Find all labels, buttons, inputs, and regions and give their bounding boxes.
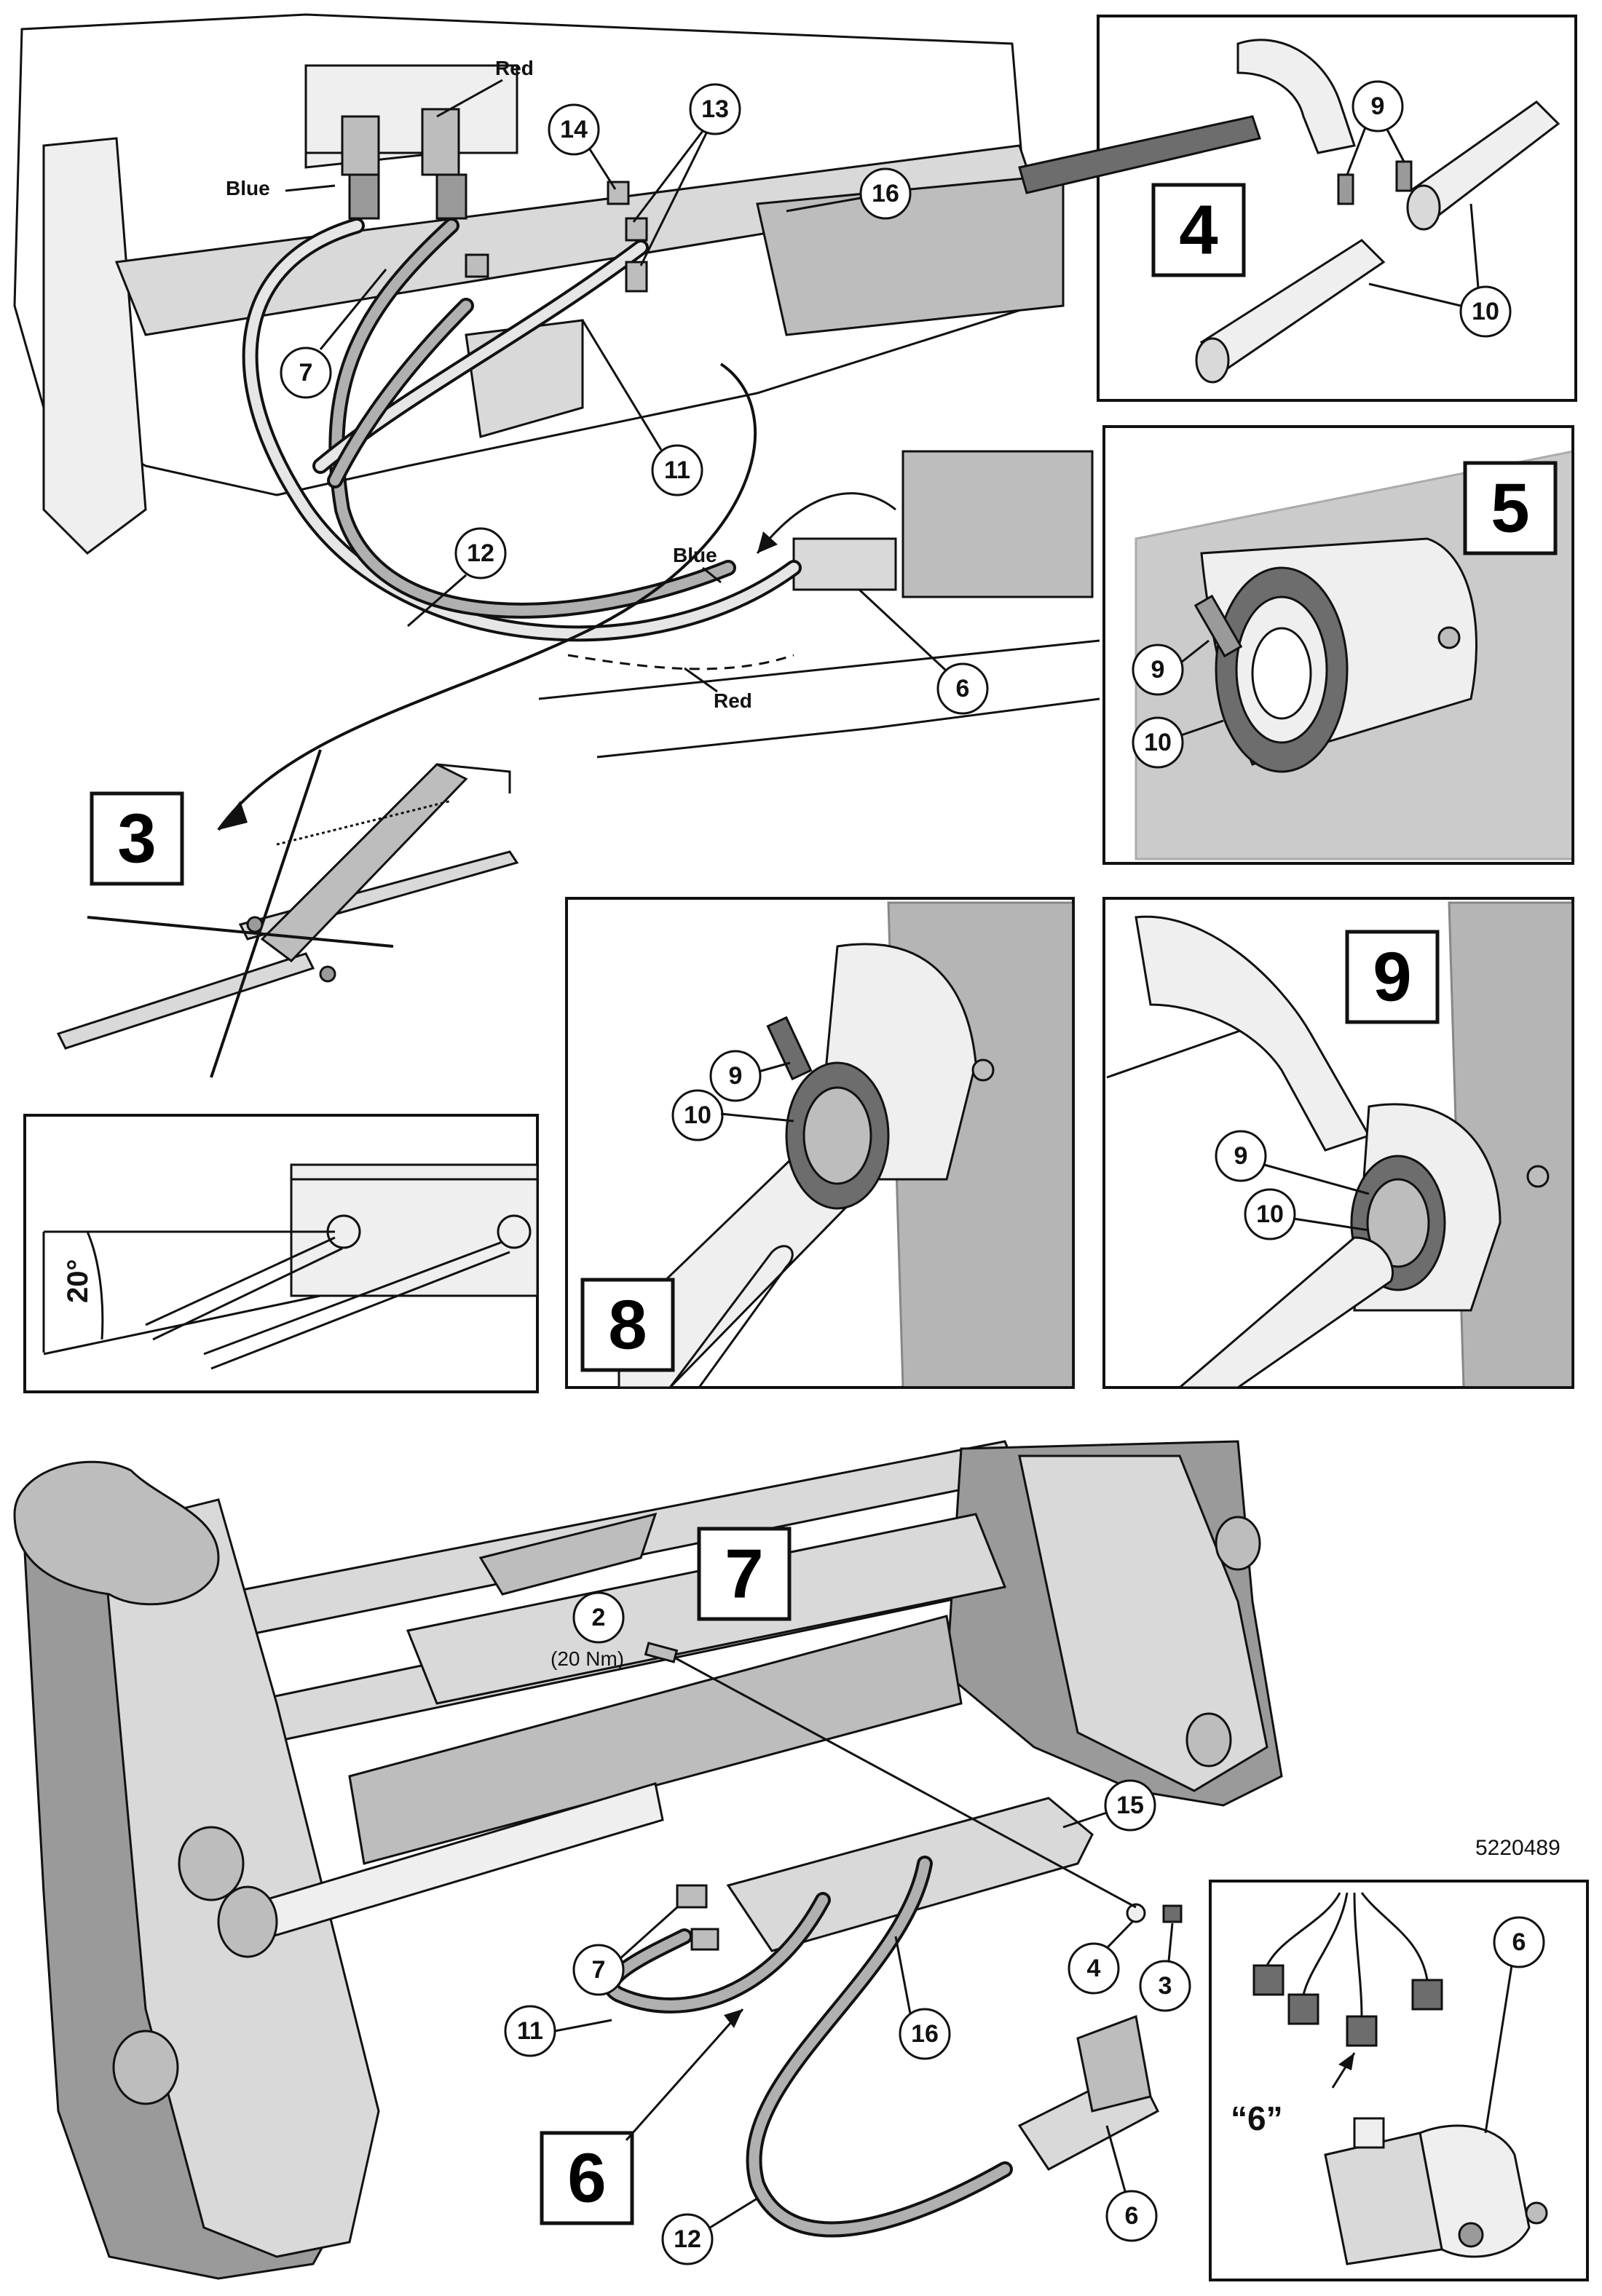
callout-2: 2 bbox=[572, 1591, 625, 1644]
svg-text:2: 2 bbox=[592, 1604, 606, 1631]
step-6-box bbox=[540, 2131, 634, 2225]
svg-text:7: 7 bbox=[592, 1956, 606, 1984]
svg-text:9: 9 bbox=[1151, 656, 1165, 684]
step-8-box bbox=[580, 1278, 675, 1372]
svg-text:6: 6 bbox=[956, 675, 970, 702]
callout-12-top: 12 bbox=[407, 527, 507, 628]
callout-10-step5: 10 bbox=[1132, 716, 1224, 769]
callout-7-top: 7 bbox=[280, 269, 387, 399]
step-5-number: 5 bbox=[1491, 470, 1529, 547]
callout-9-step5: 9 bbox=[1132, 639, 1210, 696]
callout-10-step8: 10 bbox=[671, 1089, 794, 1141]
pin-detail-step8-view: 8 bbox=[565, 897, 1075, 1389]
svg-text:10: 10 bbox=[1256, 1200, 1284, 1228]
svg-text:9: 9 bbox=[1371, 92, 1385, 120]
callout-6-detail: 6 bbox=[1484, 1916, 1545, 2134]
svg-text:16: 16 bbox=[872, 180, 899, 207]
callout-16-top: 16 bbox=[786, 167, 912, 220]
red-label-hose: Red bbox=[714, 689, 752, 712]
callout-6-top: 6 bbox=[858, 588, 989, 715]
svg-text:13: 13 bbox=[701, 95, 729, 123]
callout-6-bottom: 6 bbox=[1105, 2125, 1158, 2242]
frame-assembly-view: 7 6 bbox=[13, 1440, 1283, 2280]
svg-text:6: 6 bbox=[1512, 1928, 1526, 1956]
callout-7-bottom: 7 bbox=[572, 1906, 679, 1996]
callout-10-step4: 10 bbox=[1368, 203, 1512, 338]
blue-label-top: Blue bbox=[226, 177, 270, 199]
svg-text:11: 11 bbox=[664, 456, 690, 484]
step-7-number: 7 bbox=[725, 1535, 763, 1613]
callout-9-step9: 9 bbox=[1215, 1130, 1370, 1195]
callout-11-bottom: 11 bbox=[504, 2005, 612, 2057]
callout-9-step4: 9 bbox=[1346, 80, 1405, 175]
callout-11-top: 11 bbox=[581, 320, 703, 496]
svg-text:7: 7 bbox=[299, 359, 313, 387]
pin-disassembly-view: 4 bbox=[1018, 15, 1577, 402]
document-number: 5220489 bbox=[1475, 1836, 1560, 1860]
step-4-number: 4 bbox=[1179, 191, 1218, 269]
svg-text:12: 12 bbox=[674, 2225, 701, 2253]
callout-13: 13 bbox=[632, 83, 741, 266]
svg-text:4: 4 bbox=[1087, 1955, 1101, 1982]
linkage-removal-view: 3 bbox=[56, 749, 519, 1078]
step-5-box bbox=[1463, 461, 1558, 555]
step-4-box bbox=[1151, 183, 1246, 277]
red-label-top: Red bbox=[495, 57, 534, 79]
svg-text:16: 16 bbox=[911, 2020, 939, 2048]
callout-4: 4 bbox=[1068, 1920, 1134, 1995]
step-9-number: 9 bbox=[1373, 938, 1411, 1016]
svg-text:11: 11 bbox=[517, 2017, 543, 2045]
blue-label-hose: Blue bbox=[673, 544, 717, 566]
svg-text:6: 6 bbox=[1125, 2202, 1139, 2230]
svg-text:15: 15 bbox=[1116, 1792, 1144, 1819]
callout-14: 14 bbox=[548, 103, 617, 190]
torque-label: (20 Nm) bbox=[551, 1647, 624, 1670]
svg-text:14: 14 bbox=[560, 116, 588, 143]
callout-10-step9: 10 bbox=[1244, 1188, 1370, 1240]
step-6-number: 6 bbox=[567, 2139, 606, 2217]
svg-text:9: 9 bbox=[729, 1062, 743, 1090]
pin-detail-step5-view: 5 bbox=[1102, 425, 1574, 865]
connector-6-label: “6” bbox=[1231, 2099, 1283, 2137]
svg-text:10: 10 bbox=[1144, 729, 1172, 756]
step-3-box bbox=[90, 791, 184, 886]
step-7-box bbox=[697, 1527, 792, 1621]
callout-12-bottom: 12 bbox=[661, 2197, 758, 2265]
svg-text:12: 12 bbox=[467, 539, 494, 567]
angle-label: 20° bbox=[62, 1259, 94, 1304]
callout-16-bottom: 16 bbox=[894, 1936, 951, 2060]
step-3-number: 3 bbox=[117, 800, 156, 878]
pin-detail-step9-view: 9 bbox=[1102, 897, 1574, 1389]
callout-15: 15 bbox=[1062, 1779, 1156, 1832]
svg-text:10: 10 bbox=[1472, 298, 1499, 325]
callout-3-bottom: 3 bbox=[1139, 1923, 1191, 2012]
step-9-box bbox=[1345, 930, 1440, 1024]
svg-text:9: 9 bbox=[1234, 1142, 1248, 1170]
callout-9-step8: 9 bbox=[709, 1050, 791, 1102]
svg-text:3: 3 bbox=[1159, 1972, 1172, 2000]
angle-detail-view bbox=[23, 1114, 539, 1393]
step-8-number: 8 bbox=[608, 1286, 647, 1364]
svg-text:10: 10 bbox=[684, 1101, 711, 1129]
